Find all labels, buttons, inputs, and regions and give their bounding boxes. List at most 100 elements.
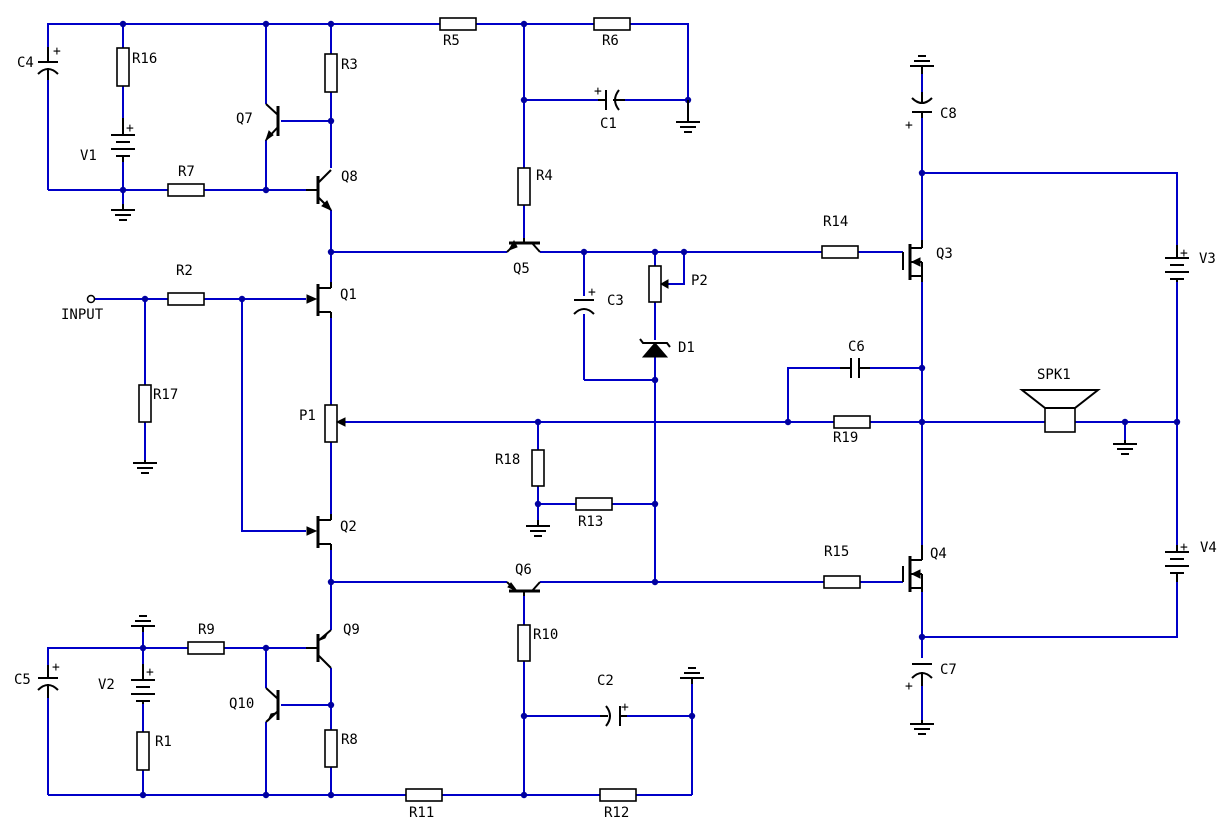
potentiometer-p2	[648, 265, 669, 303]
svg-text:+: +	[52, 660, 60, 675]
transistor-q9	[306, 629, 332, 669]
label-q1: Q1	[340, 287, 357, 303]
label-r10: R10	[533, 627, 558, 643]
label-v3: V3	[1199, 251, 1216, 267]
label-r1: R1	[155, 734, 172, 750]
label-r6: R6	[602, 33, 619, 49]
resistor-r5	[439, 17, 477, 31]
wires	[47, 23, 1178, 796]
label-q9: Q9	[343, 622, 360, 638]
battery-v2	[131, 664, 155, 704]
label-q7: Q7	[236, 111, 253, 127]
capacitor-c3	[573, 299, 595, 315]
resistor-r9	[187, 641, 225, 655]
resistor-r13	[575, 497, 613, 511]
label-r17: R17	[153, 387, 178, 403]
label-r18: R18	[495, 452, 520, 468]
label-r8: R8	[341, 732, 358, 748]
svg-text:+: +	[53, 44, 61, 59]
svg-text:+: +	[594, 84, 602, 99]
ground-icon	[133, 460, 157, 474]
ground-symbols	[111, 55, 1137, 735]
zener-diode-d1	[639, 338, 671, 358]
label-c7: C7	[940, 662, 957, 678]
capacitor-c1	[598, 89, 625, 111]
transistor-q5	[506, 238, 541, 253]
potentiometer-p1	[324, 404, 346, 443]
capacitor-c5	[37, 665, 59, 698]
mosfet-q3	[902, 240, 923, 282]
label-r2: R2	[176, 263, 193, 279]
speaker-spk1	[1019, 389, 1101, 433]
label-r3: R3	[341, 57, 358, 73]
label-r4: R4	[536, 168, 553, 184]
label-c6: C6	[848, 339, 865, 355]
resistor-r1	[136, 731, 150, 771]
component-labels: C4 R16 V1 R7 Q7 R3 Q8 R5 R6 C1 R4 Q5 C3 …	[14, 33, 1217, 821]
label-r9: R9	[198, 622, 215, 638]
label-q6: Q6	[515, 562, 532, 578]
resistor-r16	[116, 47, 130, 87]
label-r14: R14	[823, 214, 848, 230]
label-r5: R5	[443, 33, 460, 49]
label-q2: Q2	[340, 519, 357, 535]
capacitor-c8	[911, 92, 933, 118]
resistor-r11	[405, 788, 443, 802]
svg-text:+: +	[905, 118, 913, 133]
transistor-q10	[265, 687, 280, 723]
ground-icon	[676, 100, 700, 133]
label-d1: D1	[678, 340, 695, 356]
label-p2: P2	[691, 273, 708, 289]
resistor-r12	[599, 788, 637, 802]
label-q3: Q3	[936, 246, 953, 262]
ground-icon	[131, 615, 155, 632]
label-q10: Q10	[229, 696, 254, 712]
battery-v3	[1165, 245, 1189, 282]
ground-icon	[1113, 440, 1137, 455]
label-r15: R15	[824, 544, 849, 560]
label-r12: R12	[604, 805, 629, 821]
svg-text:+: +	[1180, 540, 1188, 555]
svg-text:+: +	[1180, 246, 1188, 261]
label-q4: Q4	[930, 546, 947, 562]
label-spk1: SPK1	[1037, 367, 1071, 383]
resistor-r4	[517, 167, 531, 206]
resistor-r7	[167, 183, 205, 197]
label-r13: R13	[578, 514, 603, 530]
label-c8: C8	[940, 106, 957, 122]
ground-icon	[910, 55, 934, 74]
label-v2: V2	[98, 677, 115, 693]
svg-text:+: +	[588, 285, 596, 300]
battery-v4	[1165, 545, 1189, 582]
ground-icon	[680, 667, 704, 684]
label-r19: R19	[833, 430, 858, 446]
label-v4: V4	[1200, 540, 1217, 556]
transistor-q8	[306, 169, 332, 211]
label-c4: C4	[17, 55, 34, 71]
svg-text:+: +	[126, 121, 134, 136]
label-p1: P1	[299, 408, 316, 424]
resistor-r8	[324, 729, 338, 768]
capacitor-c6	[840, 358, 870, 378]
label-r7: R7	[178, 164, 195, 180]
resistor-r14	[821, 245, 859, 259]
transistor-q6	[506, 581, 541, 596]
resistors	[116, 17, 871, 802]
label-c5: C5	[14, 672, 31, 688]
label-r11: R11	[409, 805, 434, 821]
mosfet-q4	[902, 545, 923, 592]
capacitor-c7	[911, 663, 933, 686]
input-terminal	[86, 294, 96, 304]
label-q8: Q8	[341, 169, 358, 185]
ground-icon	[526, 520, 550, 537]
resistor-r17	[138, 384, 152, 423]
capacitor-c4	[37, 47, 59, 80]
ground-icon	[910, 720, 934, 735]
transistor-q7	[265, 103, 280, 142]
capacitor-c2	[600, 705, 627, 727]
label-v1: V1	[80, 148, 97, 164]
resistor-r6	[593, 17, 631, 31]
junction-dots	[119, 20, 1181, 799]
transistor-q1	[306, 282, 332, 318]
